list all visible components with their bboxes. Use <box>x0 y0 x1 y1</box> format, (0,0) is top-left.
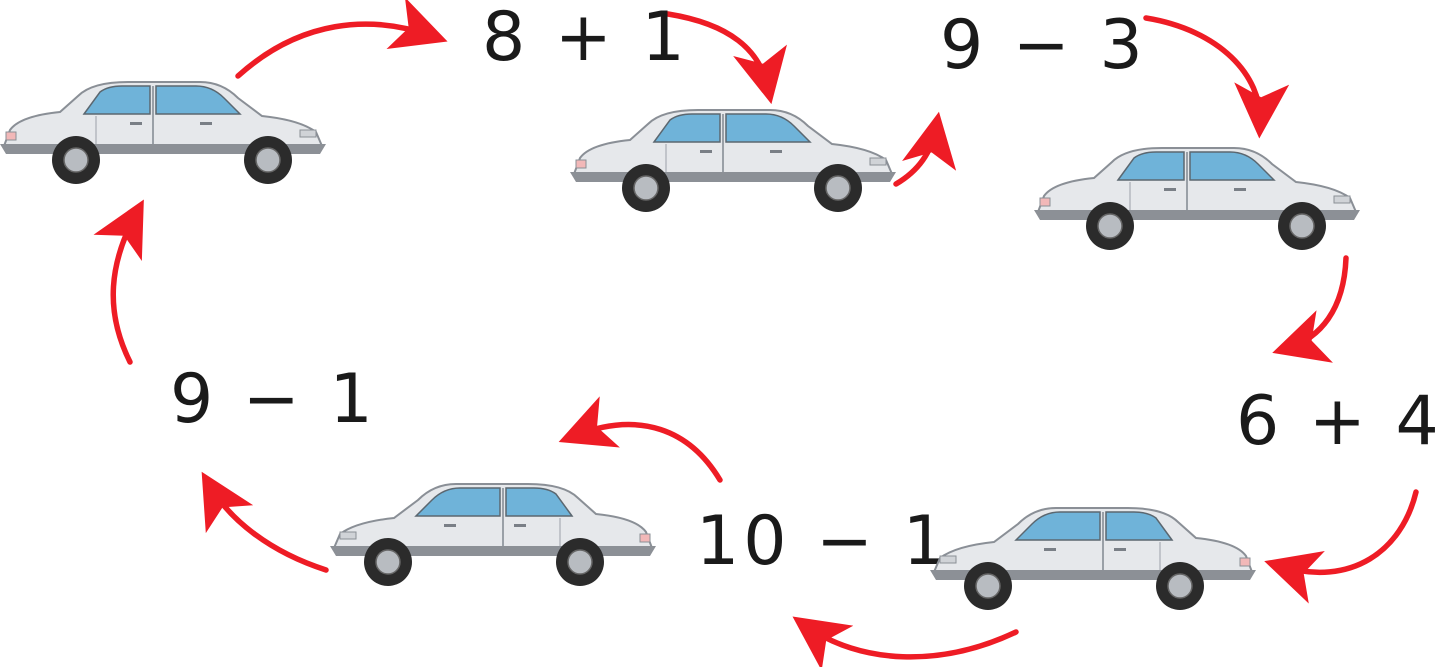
arrow-car1-to-expr1 <box>235 0 448 79</box>
car-icon <box>570 109 896 212</box>
arrow-car5-to-expr5 <box>201 471 329 573</box>
car-4 <box>930 498 1256 618</box>
arrow-car3-to-expr3 <box>1272 255 1349 363</box>
arrow-car4-to-expr4 <box>792 616 1019 667</box>
car-icon <box>330 483 656 586</box>
arrow-expr2-to-car3 <box>1143 15 1290 139</box>
car-2 <box>570 100 896 220</box>
arrow-car2-to-expr2 <box>893 111 957 187</box>
car-5 <box>330 474 656 594</box>
arrow-expr4-to-car5 <box>558 396 723 483</box>
car-icon <box>930 507 1256 610</box>
expression-2: 9 − 3 <box>940 6 1147 85</box>
car-icon <box>1034 147 1360 250</box>
arrow-expr5-to-car1 <box>93 199 144 365</box>
expression-1: 8 + 1 <box>482 0 689 77</box>
car-1 <box>0 72 326 192</box>
expression-5: 9 − 1 <box>170 360 377 439</box>
arrow-expr3-to-car4 <box>1264 489 1419 604</box>
expression-3: 6 + 4 <box>1236 382 1443 461</box>
expression-4: 10 − 1 <box>696 502 950 581</box>
car-icon <box>0 81 326 184</box>
car-3 <box>1034 138 1360 258</box>
